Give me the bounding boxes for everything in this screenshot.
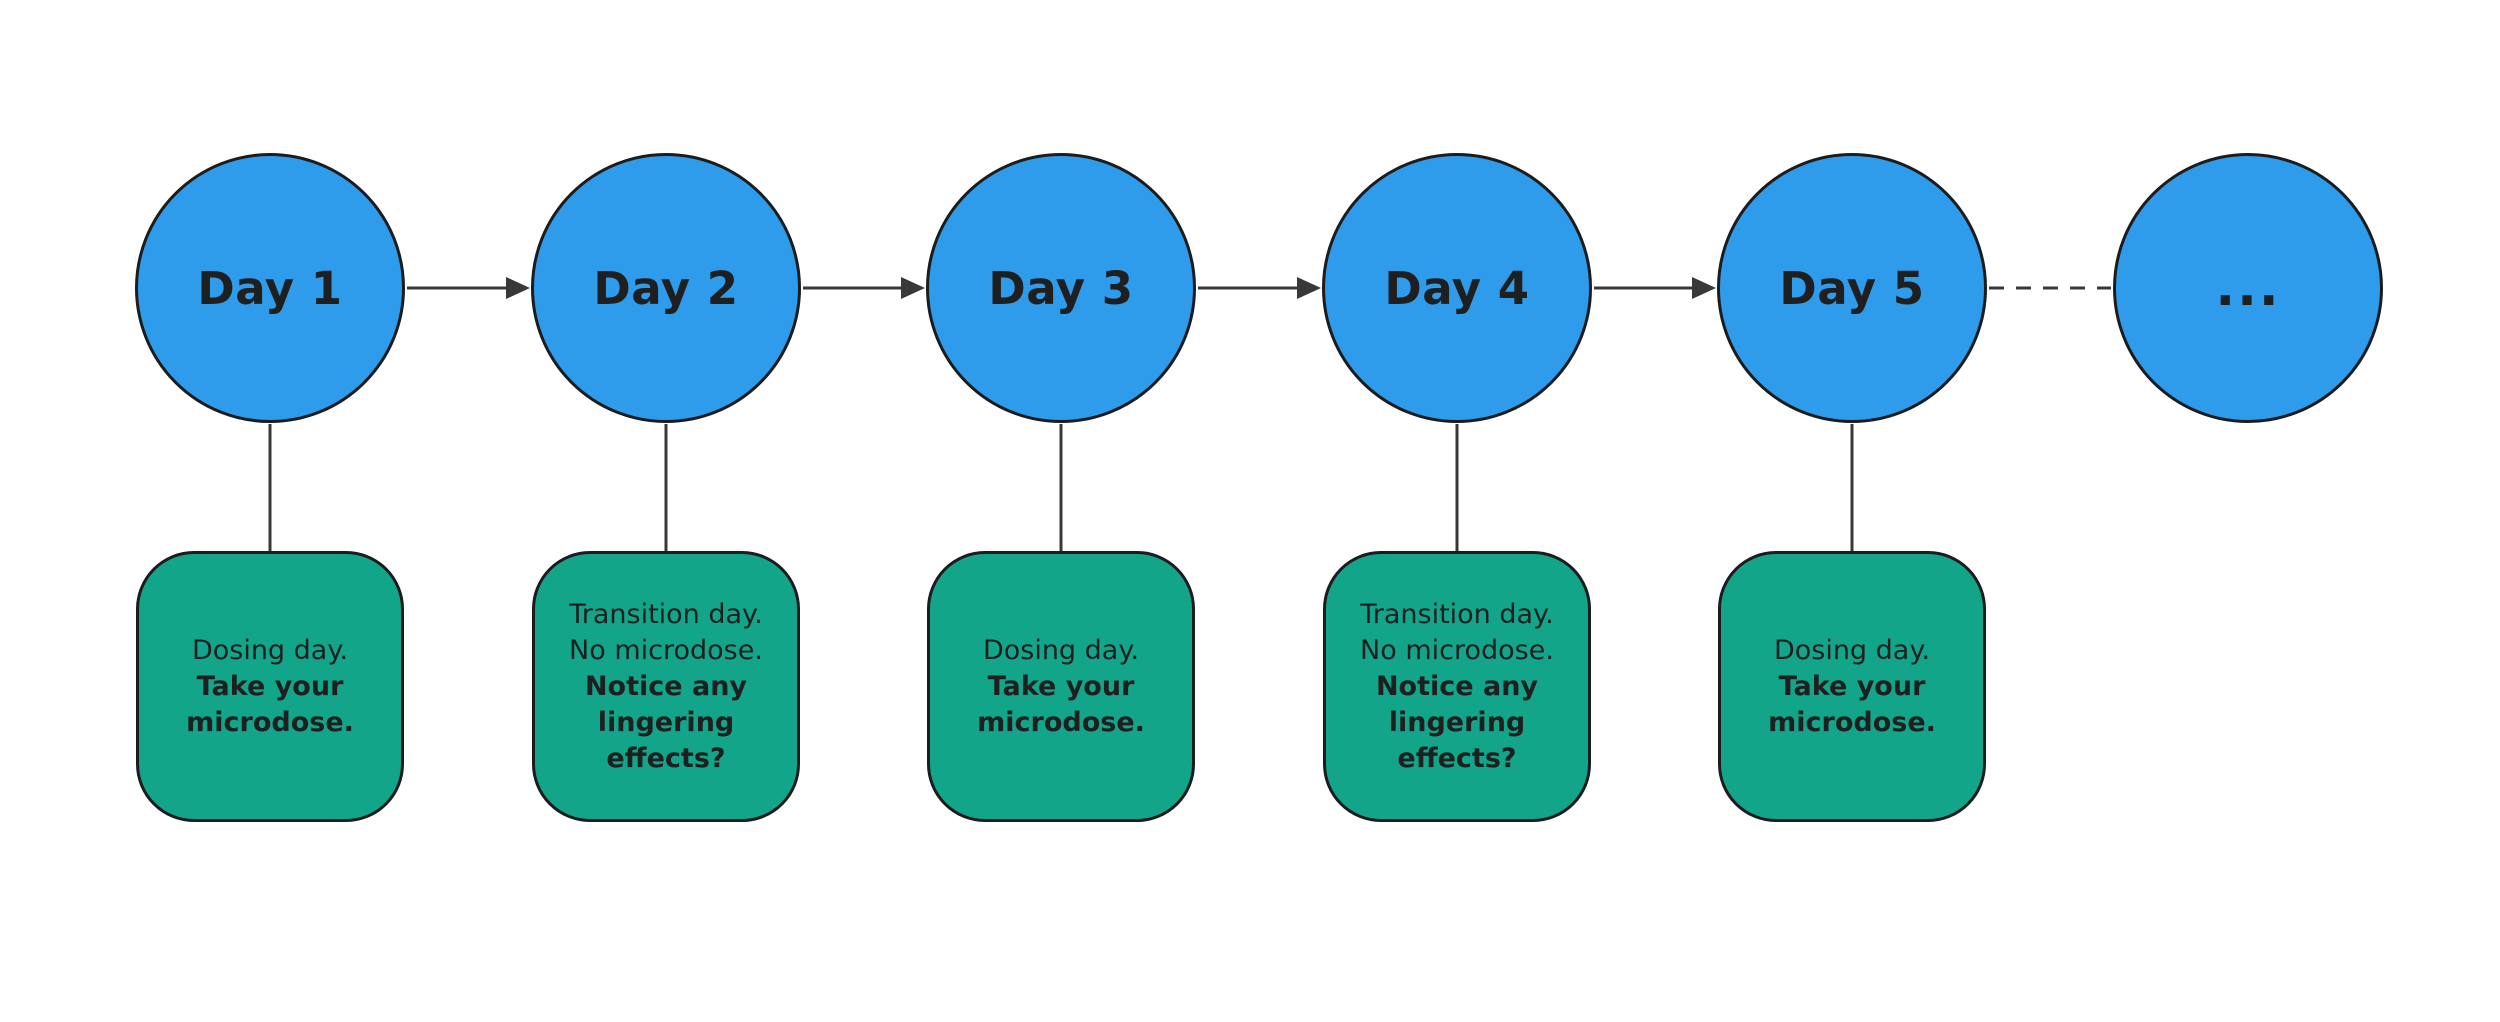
day-5-note-bold-text: Take your microdose. [1768, 670, 1936, 738]
ellipsis-label: ... [2215, 258, 2281, 318]
day-5-node[interactable]: Day 5 [1717, 153, 1987, 423]
day-4-node[interactable]: Day 4 [1322, 153, 1592, 423]
day-3-note-bold-text: Take your microdose. [977, 670, 1145, 738]
day-5-note-plain-line: Dosing day. [1773, 634, 1931, 666]
day-2-note-card[interactable]: Transition day. No microdose. Notice any… [532, 551, 800, 822]
day-2-note-plain-line: No microdose. [569, 634, 763, 666]
day-3-label: Day 3 [988, 261, 1134, 315]
day-1-note-bold-text: Take your microdose. [186, 670, 354, 738]
day-2-note-bold-text: Notice any lingering effects? [584, 670, 748, 774]
day-4-note-plain-line: No microdose. [1360, 634, 1554, 666]
day-3-node[interactable]: Day 3 [926, 153, 1196, 423]
day-5-note-card[interactable]: Dosing day. Take your microdose. [1718, 551, 1986, 822]
ellipsis-node[interactable]: ... [2113, 153, 2383, 423]
day-2-node[interactable]: Day 2 [531, 153, 801, 423]
day-3-note-plain-line: Dosing day. [982, 634, 1140, 666]
day-5-label: Day 5 [1779, 261, 1925, 315]
day-4-note-card[interactable]: Transition day. No microdose. Notice any… [1323, 551, 1591, 822]
day-1-label: Day 1 [197, 261, 343, 315]
day-1-note-plain-line: Dosing day. [191, 634, 349, 666]
day-2-label: Day 2 [593, 261, 739, 315]
day-2-note-plain-line: Transition day. [569, 598, 763, 630]
day-4-note-plain-line: Transition day. [1360, 598, 1554, 630]
day-4-label: Day 4 [1384, 261, 1530, 315]
day-1-note-card[interactable]: Dosing day. Take your microdose. [136, 551, 404, 822]
day-3-note-card[interactable]: Dosing day. Take your microdose. [927, 551, 1195, 822]
day-4-note-bold-text: Notice any lingering effects? [1375, 670, 1539, 774]
day-1-node[interactable]: Day 1 [135, 153, 405, 423]
